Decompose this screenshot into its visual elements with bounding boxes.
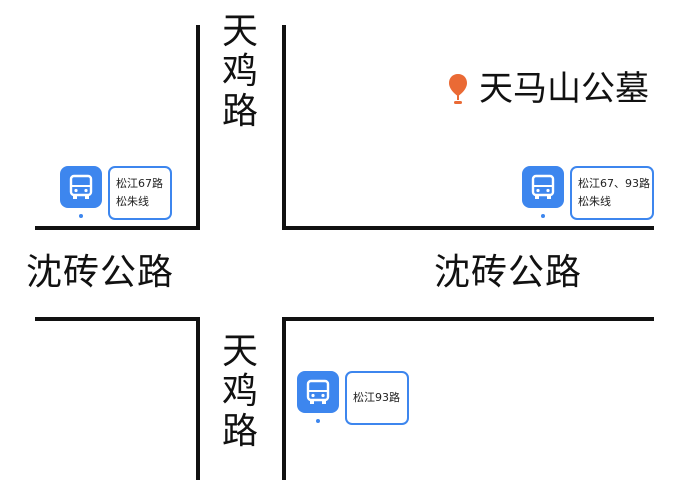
road-edge-bottom-right-horizontal <box>282 317 654 321</box>
street-label-vertical-top: 天 鸡 路 <box>220 12 260 132</box>
bus-line: 松江93路 <box>353 391 400 404</box>
bus-icon <box>531 174 555 199</box>
street-label-char: 天 <box>221 11 258 52</box>
bus-stop-lines-2[interactable]: 松江67、93路 松朱线 <box>570 166 654 220</box>
bus-stop-lines-1[interactable]: 松江67路 松朱线 <box>108 166 172 220</box>
road-edge-bottom-left-vertical <box>196 317 200 480</box>
destination-name: 天马山公墓 <box>479 69 649 109</box>
street-label-char: 路 <box>221 411 258 452</box>
bus-stop-point-3 <box>316 419 320 423</box>
road-edge-top-left-vertical <box>196 25 200 230</box>
bus-line: 松朱线 <box>116 195 149 208</box>
map-pin-icon <box>449 74 467 104</box>
destination-marker[interactable]: 天马山公墓 <box>447 72 649 106</box>
bus-stop-icon-1[interactable] <box>60 166 102 208</box>
street-label-char: 路 <box>221 91 258 132</box>
street-label-char: 鸡 <box>221 51 258 92</box>
street-label-char: 鸡 <box>221 371 258 412</box>
street-label-vertical-bottom: 天 鸡 路 <box>220 332 260 452</box>
road-edge-top-left-horizontal <box>35 226 200 230</box>
street-label-left: 沈砖公路 <box>26 252 175 293</box>
road-edge-top-right-vertical <box>282 25 286 230</box>
street-label-char: 天 <box>221 331 258 372</box>
bus-line: 松江67路 <box>116 177 163 190</box>
road-edge-bottom-left-horizontal <box>35 317 200 321</box>
bus-line: 松江67、93路 <box>578 177 650 190</box>
road-edge-top-right-horizontal <box>282 226 654 230</box>
bus-stop-icon-2[interactable] <box>522 166 564 208</box>
road-edge-bottom-right-vertical <box>282 317 286 480</box>
bus-stop-point-1 <box>79 214 83 218</box>
bus-stop-point-2 <box>541 214 545 218</box>
bus-icon <box>69 174 93 199</box>
bus-line: 松朱线 <box>578 195 611 208</box>
bus-stop-icon-3[interactable] <box>297 371 339 413</box>
street-label-right: 沈砖公路 <box>434 252 583 293</box>
bus-icon <box>306 379 330 404</box>
bus-stop-lines-3[interactable]: 松江93路 <box>345 371 409 425</box>
